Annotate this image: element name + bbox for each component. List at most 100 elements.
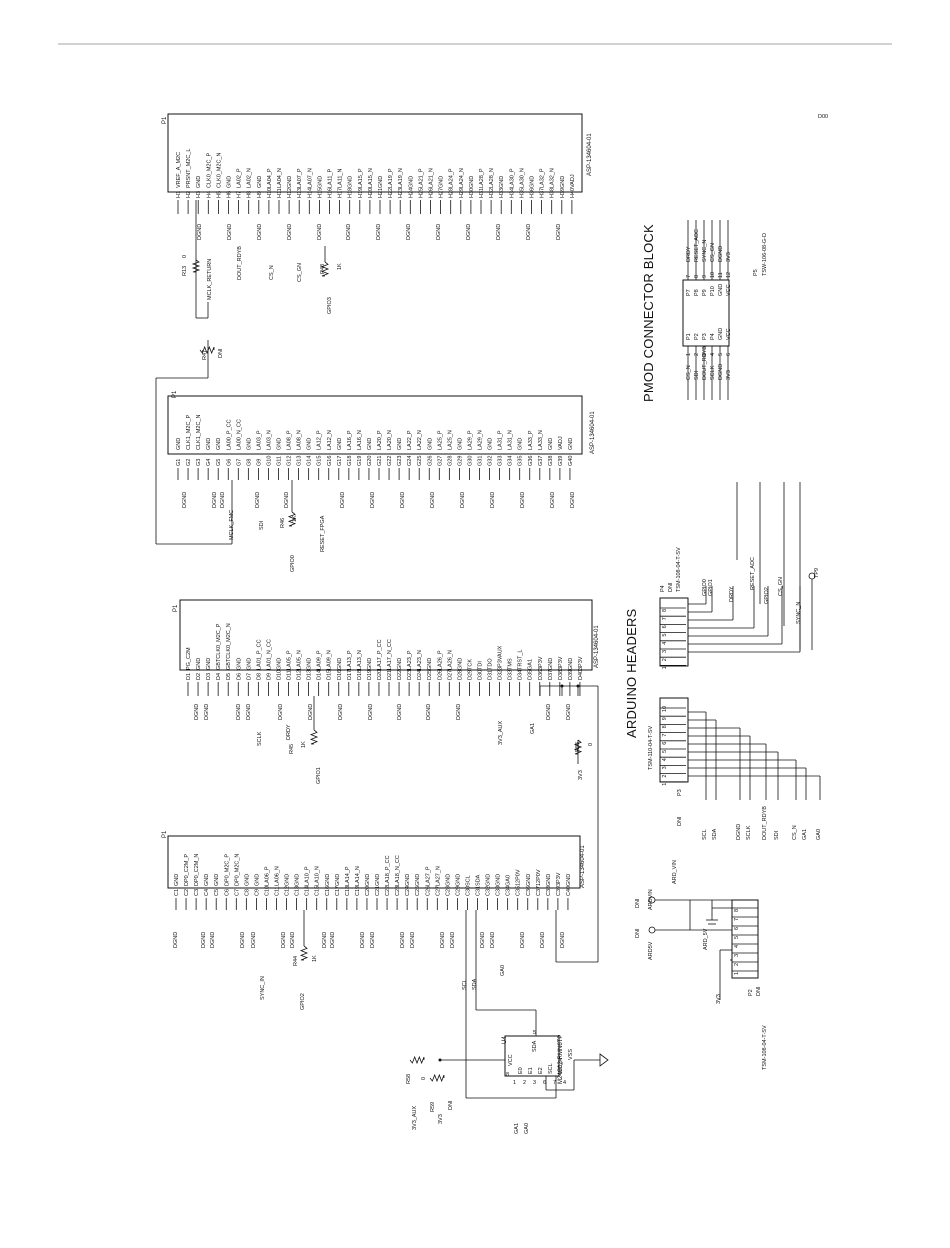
pin-name: GND [307, 438, 313, 450]
r47-ref: R47 [202, 350, 208, 360]
pin-name: LA02_N [247, 168, 253, 188]
pin-name: LA12_N [327, 430, 333, 450]
pin-number: D29 [467, 670, 473, 680]
pin-number: C6 [224, 889, 230, 896]
header-pin-number: 5 [662, 634, 668, 637]
net-dgnd: DGND [257, 224, 263, 240]
pin-name: LA32_N [550, 168, 556, 188]
header-pin-number: 1 [662, 783, 668, 786]
pin-number: H12 [287, 188, 293, 198]
header-pin-number: 9 [662, 717, 668, 720]
pin-name: LA26_N [447, 650, 453, 670]
pin-number: H7 [237, 191, 243, 198]
pin-name: LA21_N [429, 168, 435, 188]
pin-number: G32 [488, 456, 494, 466]
net-dgnd: DGND [255, 492, 261, 508]
pmod-pin-right: P10 [710, 286, 716, 296]
pin-name: 3P3V [558, 656, 564, 670]
resistor-symbol [320, 261, 330, 277]
pin-number: D11 [287, 670, 293, 680]
eeprom-pin-e2: E2 [538, 1067, 544, 1074]
ard5v-testpoint [648, 926, 656, 934]
pin-number: C13 [295, 886, 301, 896]
net-dgnd: DGND [450, 932, 456, 948]
pin-name: TRST_L [518, 650, 524, 670]
header-pin-number: 1 [662, 666, 668, 669]
pin-name: GND [457, 658, 463, 670]
pin-number: G17 [337, 456, 343, 466]
net-dgnd: DGND [566, 704, 572, 720]
pin-name: DP0_C2M_P [184, 854, 190, 886]
pin-name: LA13_N [357, 650, 363, 670]
net-dgnd: DGND [197, 224, 203, 240]
eeprom-num-1: 1 [513, 1080, 516, 1086]
pin-number: C31 [476, 886, 482, 896]
net-reset-fpga: RESET_FPGA [320, 515, 326, 552]
pin-name: GND [526, 874, 532, 886]
p3-net: DOUT_RDYB [762, 806, 768, 840]
p4-net: GPIO2 [764, 587, 770, 604]
pin-name: GND [277, 438, 283, 450]
pin-name: LA08_P [287, 430, 293, 450]
resistor-symbol [191, 259, 201, 273]
pin-name: LA29_N [478, 430, 484, 450]
resistor-symbol [287, 511, 297, 527]
pin-name: GBTCLK0_M2C_P [216, 623, 222, 670]
net-dgnd: DGND [436, 224, 442, 240]
pmod-net-right: DGND [718, 246, 724, 262]
pin-name: GND [204, 874, 210, 886]
eeprom-pin-e1: E1 [528, 1067, 534, 1074]
eeprom-u4: U4 M24C02-RMN6TP VCC E0 E1 E2 SDA SCL WC… [406, 1030, 574, 1134]
net-dgnd: DGND [560, 932, 566, 948]
pin-number: D12 [297, 670, 303, 680]
pin-name: LA06_P [264, 866, 270, 886]
pin-number: C32 [486, 886, 492, 896]
pin-name: LA06_N [275, 866, 281, 886]
pin-number: H19 [358, 188, 364, 198]
pin-number: C17 [335, 886, 341, 896]
pin-name: GND [530, 176, 536, 188]
pin-name: LA02_P [237, 168, 243, 188]
net-dgnd: DGND [212, 492, 218, 508]
pin-number: G2 [186, 459, 192, 466]
pin-number: H35 [519, 188, 525, 198]
pin-name: SCL [465, 875, 471, 886]
pin-number: G29 [457, 456, 463, 466]
pin-name: GA1 [528, 659, 534, 670]
pin-name: CLK1_M2C_N [196, 415, 202, 450]
net-dgnd: DGND [520, 492, 526, 508]
pin-name: LA14_P [345, 866, 351, 886]
pin-name: LA03_N [266, 430, 272, 450]
pin-number: D32 [498, 670, 504, 680]
p4-ref: P4 [660, 585, 666, 592]
pmod-net-right: SYNC_N [702, 240, 708, 262]
pin-name: LA10_N [315, 866, 321, 886]
p4-dni: DNI [668, 582, 674, 592]
pin-number: C10 [264, 886, 270, 896]
net-dgnd: DGND [182, 492, 188, 508]
pin-number: G28 [447, 456, 453, 466]
resistor-symbol [309, 729, 319, 745]
pin-number: G19 [357, 456, 363, 466]
pin-name: LA17_N_CC [387, 639, 393, 670]
pmod-ref: P5 [753, 269, 759, 276]
pmod-pin-num: 1 [686, 353, 692, 356]
pin-name: LA31_N [508, 430, 514, 450]
pin-name: LA00_P_CC [226, 419, 232, 450]
pin-number: G9 [256, 459, 262, 466]
pmod-net-left: SDI [694, 370, 700, 380]
pmod-pin-num: 10 [710, 272, 716, 278]
pmod-pin-num: 6 [726, 353, 732, 356]
net-dgnd: DGND [322, 932, 328, 948]
pin-name: LA03_P [256, 430, 262, 450]
r58-ref: R58 [406, 1074, 412, 1084]
pin-number: D6 [236, 673, 242, 680]
pmod-pin-left: VCC [726, 328, 732, 340]
pin-name: GND [397, 438, 403, 450]
pin-name: LA27_P [425, 866, 431, 886]
pin-number: H1 [176, 191, 182, 198]
pin-number: H21 [378, 188, 384, 198]
r13-ref: R13 [182, 266, 188, 276]
pin-number: G37 [538, 456, 544, 466]
pin-name: GND [427, 438, 433, 450]
